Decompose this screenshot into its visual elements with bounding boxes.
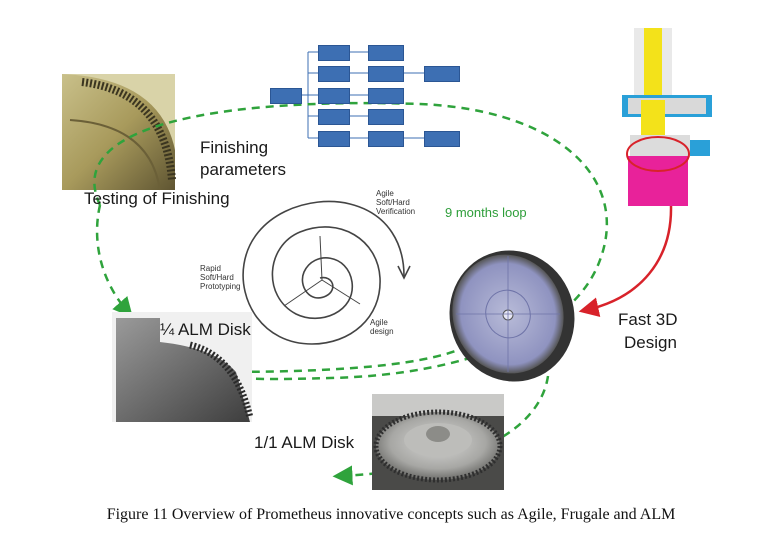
flow-box-root xyxy=(270,88,302,104)
loop-return-path xyxy=(95,204,133,318)
full-alm-disk-label: 1/1 ALM Disk xyxy=(254,433,355,452)
process-flowchart xyxy=(300,51,424,139)
flow-box-1 xyxy=(318,45,350,61)
flow-box-3 xyxy=(318,88,350,104)
quarter-alm-disk-photo xyxy=(112,312,254,422)
testing-of-finishing-label: Testing of Finishing xyxy=(84,189,230,208)
nine-months-loop-path xyxy=(93,101,609,381)
flow-box-8 xyxy=(368,88,404,104)
flow-box-10 xyxy=(368,131,404,147)
disk-to-quarter-arrow xyxy=(158,329,491,374)
quarter-alm-disk-label: ¼ ALM Disk xyxy=(160,320,251,339)
flow-box-5 xyxy=(318,131,350,147)
cad-disk-model xyxy=(449,250,575,382)
agile-verification-label: Agile Soft/Hard Verification xyxy=(376,189,416,216)
fast-3d-design-label-line1: Fast 3D xyxy=(618,310,678,329)
figure-caption: Figure 11 Overview of Prometheus innovat… xyxy=(106,506,676,523)
cad-section-image xyxy=(612,26,716,206)
flow-box-6 xyxy=(368,45,404,61)
flow-box-4 xyxy=(318,109,350,125)
rapid-prototyping-label: Rapid Soft/Hard Prototyping xyxy=(200,264,241,291)
finishing-label-line2: parameters xyxy=(200,160,286,179)
agile-design-label: Agile design xyxy=(370,318,394,336)
agile-spiral xyxy=(242,200,411,345)
finishing-test-photo xyxy=(62,74,176,191)
finishing-label-line1: Finishing xyxy=(200,138,269,157)
full-alm-disk-photo xyxy=(372,394,504,490)
flow-box-2 xyxy=(318,66,350,82)
nine-months-loop-label: 9 months loop xyxy=(445,205,527,220)
design-arrow xyxy=(578,205,673,318)
flow-box-11 xyxy=(424,66,460,82)
fast-3d-design-label-line2: Design xyxy=(624,333,677,352)
flow-box-7 xyxy=(368,66,404,82)
flow-box-12 xyxy=(424,131,460,147)
flow-box-9 xyxy=(368,109,404,125)
